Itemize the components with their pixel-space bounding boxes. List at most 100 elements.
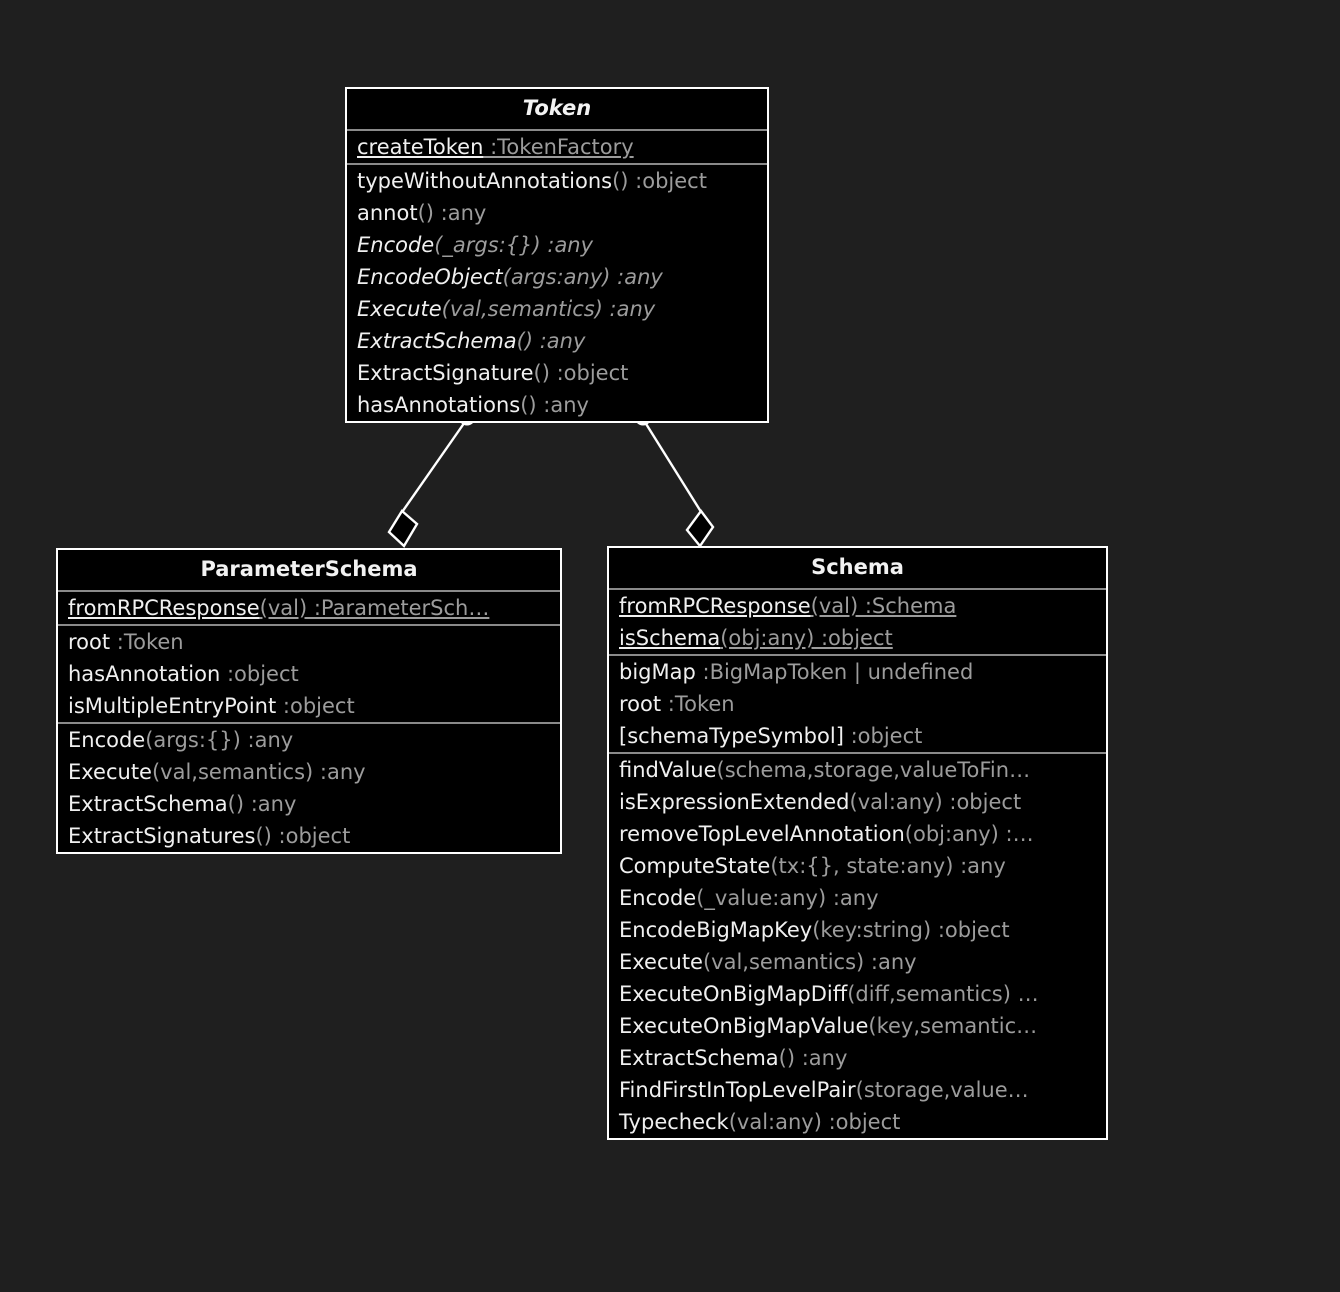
class-member[interactable]: Execute(val,semantics) :any	[58, 756, 560, 788]
member-type: (val) :Schema	[810, 594, 957, 618]
member-name: [schemaTypeSymbol]	[619, 724, 844, 748]
member-name: ExtractSchema	[68, 792, 228, 816]
class-member[interactable]: findValue(schema,storage,valueToFin…	[609, 754, 1106, 786]
compartment-schema-statics: fromRPCResponse(val) :Schema isSchema(ob…	[609, 588, 1106, 654]
class-member[interactable]: ComputeState(tx:{}, state:any) :any	[609, 850, 1106, 882]
class-member[interactable]: annot() :any	[347, 197, 767, 229]
member-type: () :any	[516, 329, 586, 353]
member-type: (tx:{}, state:any) :any	[770, 854, 1006, 878]
member-name: fromRPCResponse	[68, 596, 260, 620]
member-type: () :any	[417, 201, 487, 225]
member-name: FindFirstInTopLevelPair	[619, 1078, 856, 1102]
member-name: ExtractSignatures	[68, 824, 256, 848]
class-member[interactable]: ExtractSchema() :any	[347, 325, 767, 357]
class-title-parameterschema: ParameterSchema	[200, 557, 418, 581]
member-name: ExtractSchema	[357, 329, 517, 353]
class-member[interactable]: Execute(val,semantics) :any	[609, 946, 1106, 978]
member-type: () :object	[612, 169, 707, 193]
member-type: (_value:any) :any	[696, 886, 879, 910]
member-type: (val:any) :object	[728, 1110, 901, 1134]
member-name: ComputeState	[619, 854, 771, 878]
edge-token-schema[interactable]	[634, 408, 715, 549]
class-member[interactable]: createToken :TokenFactory	[347, 131, 767, 163]
class-member[interactable]: Encode(_args:{}) :any	[347, 229, 767, 261]
class-title-schema: Schema	[811, 555, 904, 579]
member-name: Execute	[357, 297, 442, 321]
member-name: EncodeObject	[357, 265, 503, 289]
member-type: () :any	[520, 393, 589, 417]
class-member[interactable]: isSchema(obj:any) :object	[609, 622, 1106, 654]
class-member[interactable]: isMultipleEntryPoint :object	[58, 690, 560, 722]
class-member[interactable]: fromRPCResponse(val) :ParameterSch…	[58, 592, 560, 624]
member-type: (diff,semantics) …	[847, 982, 1039, 1006]
member-type: (val:any) :object	[849, 790, 1022, 814]
compartment-parameterschema-statics: fromRPCResponse(val) :ParameterSch…	[58, 590, 560, 624]
member-name: bigMap	[619, 660, 696, 684]
member-name: root	[68, 630, 111, 654]
member-type: :object	[220, 662, 299, 686]
class-member[interactable]: hasAnnotation :object	[58, 658, 560, 690]
class-member[interactable]: Typecheck(val:any) :object	[609, 1106, 1106, 1138]
member-name: Execute	[68, 760, 152, 784]
member-name: hasAnnotations	[357, 393, 521, 417]
member-name: findValue	[619, 758, 717, 782]
member-type: (args:any) :any	[502, 265, 663, 289]
member-name: ExtractSchema	[619, 1046, 779, 1070]
member-type: (key:string) :object	[812, 918, 1010, 942]
class-member[interactable]: root :Token	[609, 688, 1106, 720]
member-name: Encode	[619, 886, 697, 910]
class-member[interactable]: fromRPCResponse(val) :Schema	[609, 590, 1106, 622]
class-member[interactable]: ExecuteOnBigMapValue(key,semantic…	[609, 1010, 1106, 1042]
class-member[interactable]: ExtractSchema() :any	[609, 1042, 1106, 1074]
member-type: :object	[843, 724, 923, 748]
compartment-schema-methods: findValue(schema,storage,valueToFin… isE…	[609, 752, 1106, 1138]
member-type: (val,semantics) :any	[702, 950, 917, 974]
class-member[interactable]: removeTopLevelAnnotation(obj:any) :…	[609, 818, 1106, 850]
class-member[interactable]: [schemaTypeSymbol] :object	[609, 720, 1106, 752]
open-diamond-marker	[387, 509, 419, 548]
class-member[interactable]: Encode(args:{}) :any	[58, 724, 560, 756]
member-name: typeWithoutAnnotations	[357, 169, 613, 193]
member-type: (storage,value…	[855, 1078, 1029, 1102]
member-type: (val) :ParameterSch…	[259, 596, 490, 620]
member-name: Encode	[357, 233, 435, 257]
class-box-parameterschema[interactable]: ParameterSchema fromRPCResponse(val) :Pa…	[56, 548, 562, 854]
class-member[interactable]: FindFirstInTopLevelPair(storage,value…	[609, 1074, 1106, 1106]
member-type: () :object	[533, 361, 629, 385]
compartment-schema-attributes: bigMap :BigMapToken | undefined root :To…	[609, 654, 1106, 752]
class-member[interactable]: ExtractSchema() :any	[58, 788, 560, 820]
edge-line	[399, 418, 468, 516]
compartment-token-members: typeWithoutAnnotations() :object annot()…	[347, 163, 767, 421]
class-member[interactable]: ExtractSignature() :object	[347, 357, 767, 389]
compartment-token-statics: createToken :TokenFactory	[347, 129, 767, 163]
class-member[interactable]: ExecuteOnBigMapDiff(diff,semantics) …	[609, 978, 1106, 1010]
member-name: ExtractSignature	[357, 361, 534, 385]
class-title-token: Token	[522, 96, 592, 120]
member-name: Execute	[619, 950, 703, 974]
member-name: createToken	[357, 135, 484, 159]
class-member[interactable]: bigMap :BigMapToken | undefined	[609, 656, 1106, 688]
class-member[interactable]: EncodeObject(args:any) :any	[347, 261, 767, 293]
class-member[interactable]: ExtractSignatures() :object	[58, 820, 560, 852]
member-name: hasAnnotation	[68, 662, 221, 686]
member-name: root	[619, 692, 662, 716]
class-member[interactable]: Encode(_value:any) :any	[609, 882, 1106, 914]
class-box-schema[interactable]: Schema fromRPCResponse(val) :Schema isSc…	[607, 546, 1108, 1140]
class-member[interactable]: hasAnnotations() :any	[347, 389, 767, 421]
member-type: (obj:any) :…	[904, 822, 1034, 846]
class-member[interactable]: typeWithoutAnnotations() :object	[347, 165, 767, 197]
member-name: fromRPCResponse	[619, 594, 811, 618]
class-member[interactable]: EncodeBigMapKey(key:string) :object	[609, 914, 1106, 946]
class-member[interactable]: isExpressionExtended(val:any) :object	[609, 786, 1106, 818]
member-type: (args:{}) :any	[145, 728, 294, 752]
class-member[interactable]: root :Token	[58, 626, 560, 658]
open-diamond-marker	[685, 508, 715, 549]
edge-token-parameterschema[interactable]	[387, 408, 476, 548]
member-name: isSchema	[619, 626, 721, 650]
member-type: () :any	[778, 1046, 848, 1070]
class-box-token[interactable]: Token createToken :TokenFactory typeWith…	[345, 87, 769, 423]
member-name: annot	[357, 201, 418, 225]
member-type: :TokenFactory	[483, 135, 634, 159]
class-member[interactable]: Execute(val,semantics) :any	[347, 293, 767, 325]
